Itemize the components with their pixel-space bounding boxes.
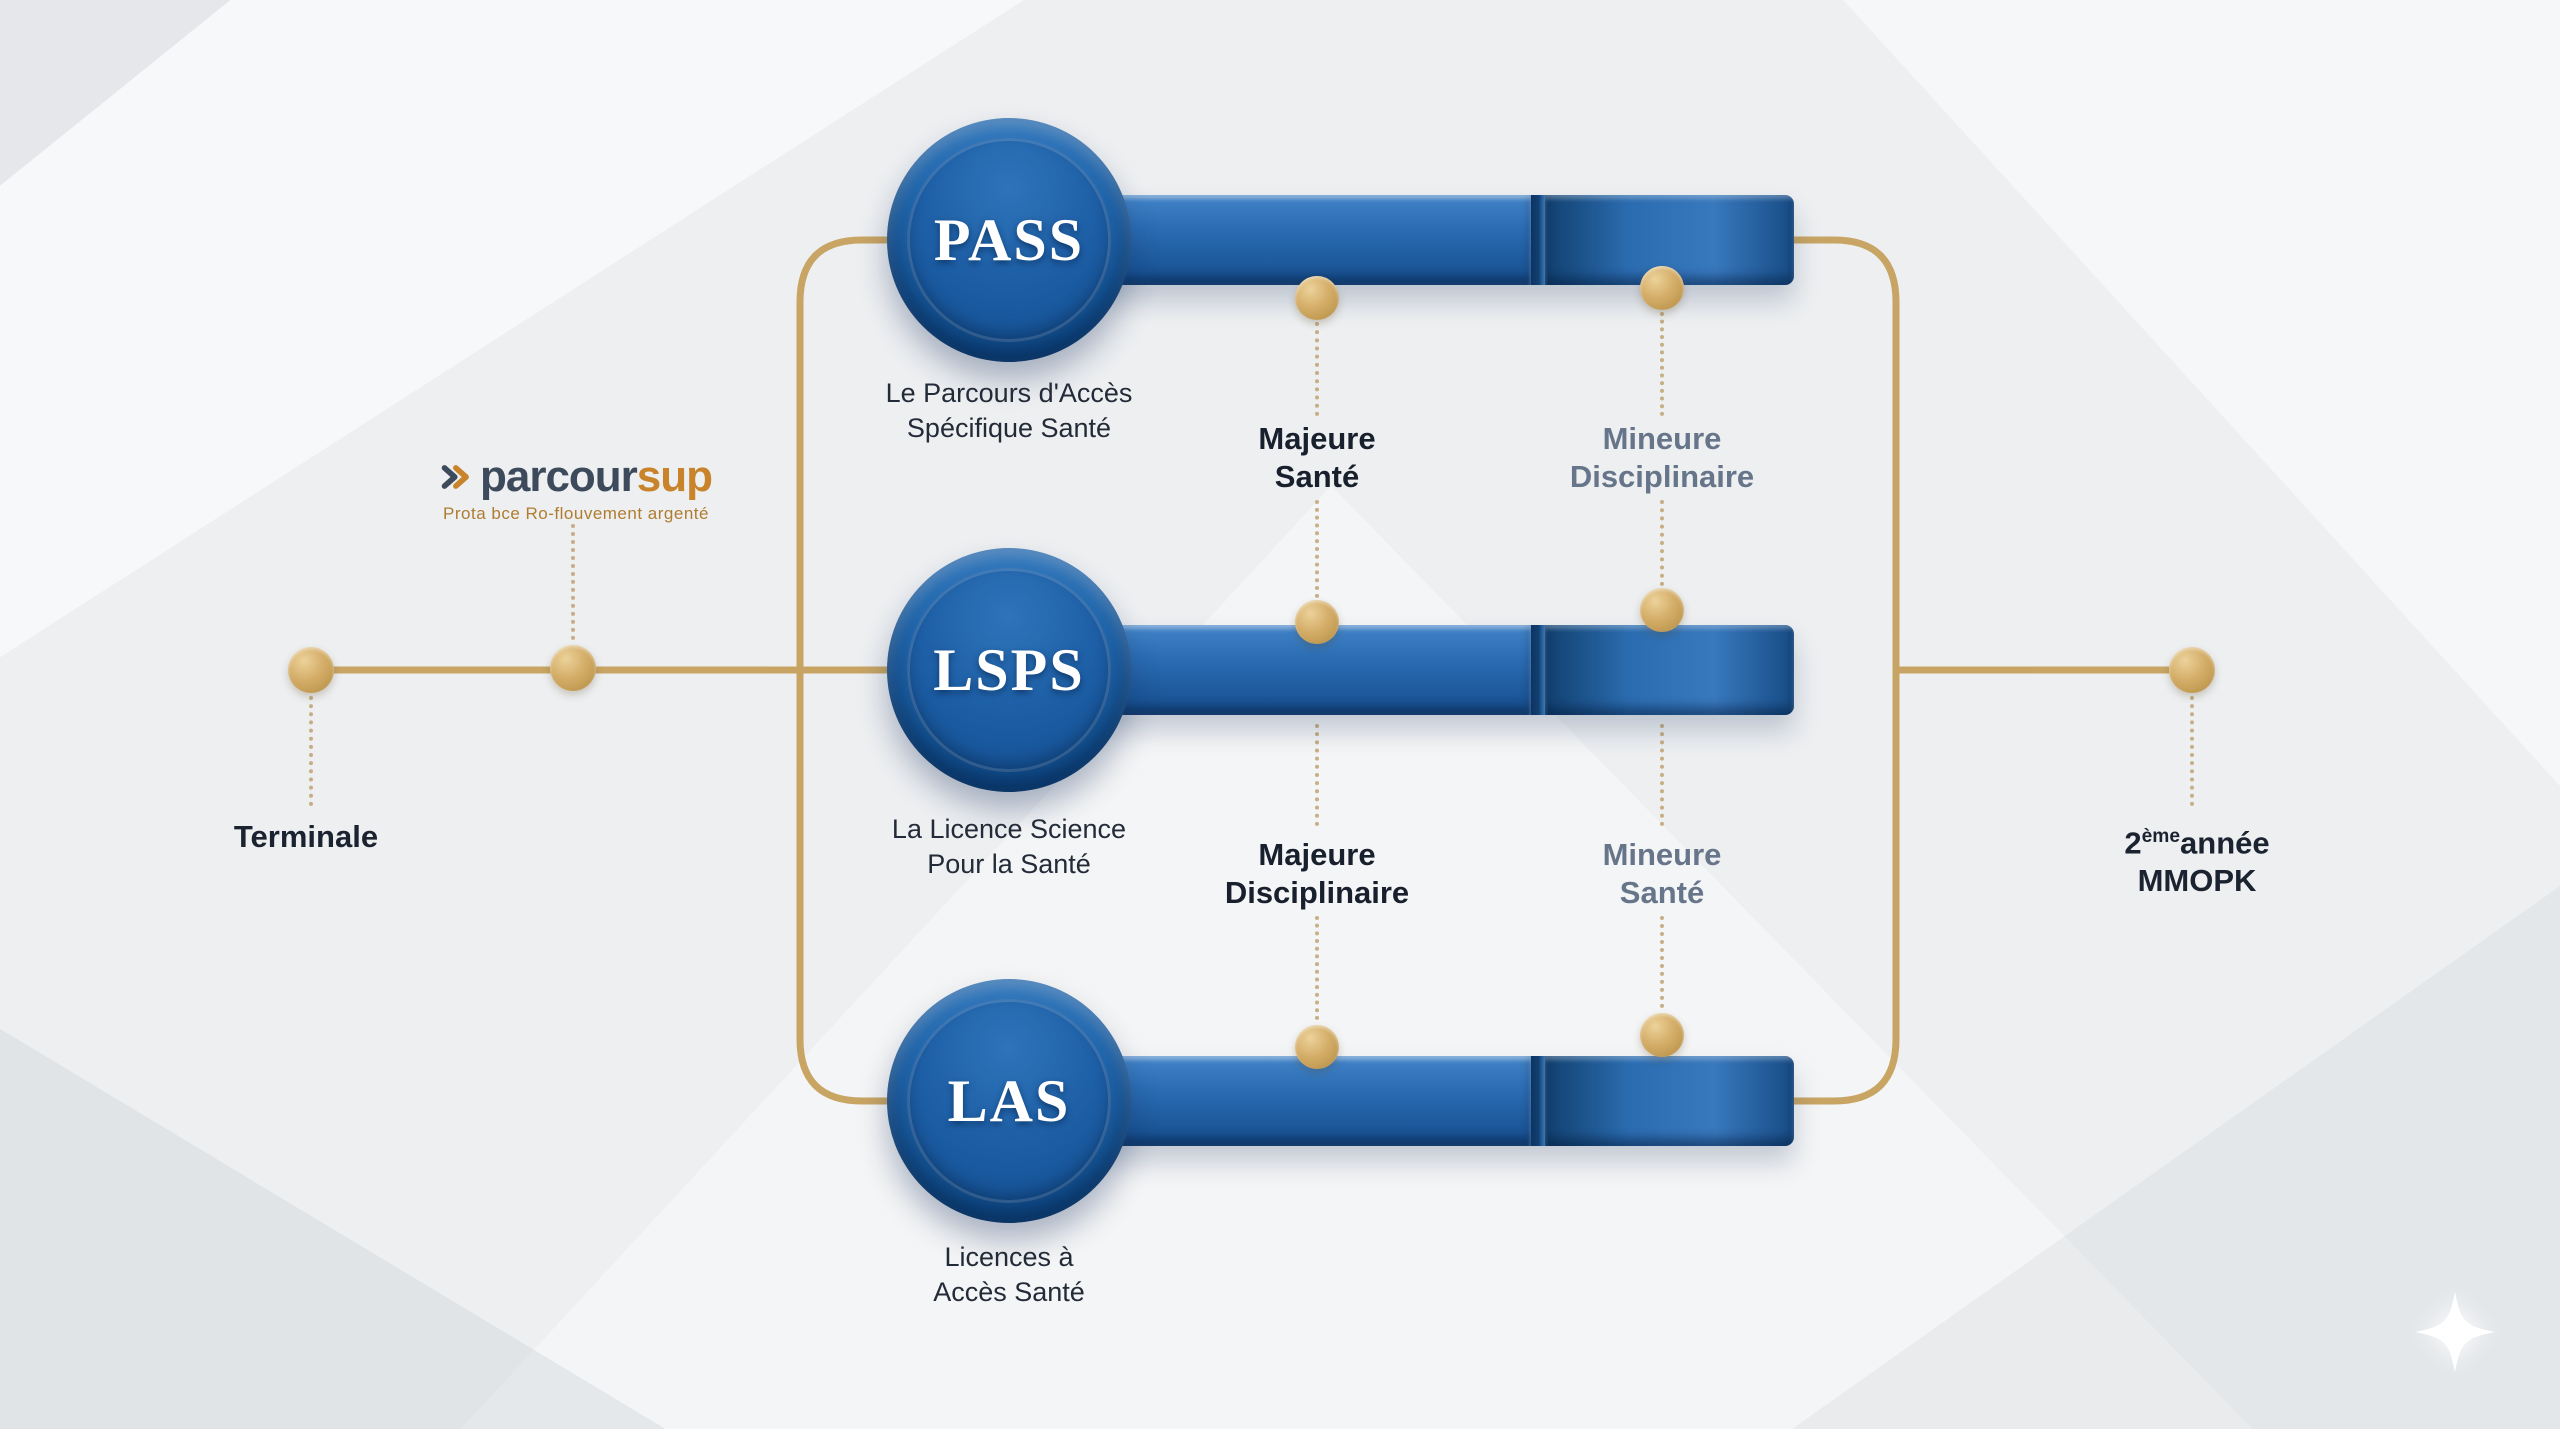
dotted-connector: [1660, 312, 1664, 416]
bar-notch: [1531, 195, 1545, 285]
pass-badge-inner: PASS: [907, 138, 1111, 342]
parcoursup-logo: parcoursup Prota bce Ro-flouvement argen…: [396, 452, 756, 524]
label-mineure-disciplinaire: Mineure Disciplinaire: [1452, 420, 1872, 496]
lsps-subtitle-line1: La Licence Science: [891, 814, 1127, 844]
pass-subtitle-line1: Le Parcours d'Accès: [885, 378, 1133, 408]
pass-badge-label: PASS: [933, 206, 1085, 273]
dotted-connector: [1660, 724, 1664, 826]
las-badge: LAS: [887, 979, 1131, 1223]
pass-bar: [1099, 195, 1794, 285]
pass-badge: PASS: [887, 118, 1131, 362]
label-majeure-sante: Majeure Santé: [1107, 420, 1527, 496]
sparkle-icon: [2415, 1292, 2495, 1372]
mmopk-dotted-line: [2190, 696, 2194, 806]
mmopk-rest: année: [2180, 825, 2270, 861]
dotted-connector: [1315, 322, 1319, 416]
las-subtitle: Licences à Accès Santé: [799, 1240, 1219, 1310]
milestone-dot: [1640, 1013, 1684, 1057]
terminale-label: Terminale: [106, 818, 506, 856]
milestone-dot: [1295, 276, 1339, 320]
label-line: Majeure: [1258, 837, 1376, 872]
bar-notch: [1531, 625, 1545, 715]
las-badge-label: LAS: [947, 1067, 1071, 1134]
milestone-dot: [1295, 600, 1339, 644]
label-line: Santé: [1274, 459, 1360, 494]
terminale-dotted-line: [309, 696, 313, 806]
parcoursup-logo-icon: [441, 465, 469, 489]
lsps-badge-label: LSPS: [933, 636, 1085, 703]
lsps-subtitle: La Licence Science Pour la Santé: [799, 812, 1219, 882]
lsps-badge-inner: LSPS: [907, 568, 1111, 772]
parcoursup-wordmark-dark: parcour: [479, 452, 638, 501]
mmopk-dot: [2169, 647, 2215, 693]
parcoursup-wordmark-orange: sup: [636, 452, 713, 501]
parcoursup-dot: [550, 645, 596, 691]
dotted-connector: [1315, 724, 1319, 826]
las-bar: [1099, 1056, 1794, 1146]
dotted-connector: [1660, 916, 1664, 1008]
mmopk-sup: ème: [2141, 826, 2181, 847]
mmopk-label-line2: MMOPK: [2137, 863, 2257, 899]
label-mineure-sante: Mineure Santé: [1452, 836, 1872, 912]
dotted-connector: [1315, 916, 1319, 1020]
label-line: Disciplinaire: [1224, 875, 1410, 910]
mmopk-label-line1: 2èmeannée: [1997, 818, 2397, 862]
terminale-label-text: Terminale: [233, 819, 379, 854]
lsps-badge: LSPS: [887, 548, 1131, 792]
pass-majeure-segment: [1099, 195, 1531, 285]
bar-notch: [1531, 1056, 1545, 1146]
lsps-mineure-segment: [1545, 625, 1794, 715]
mmopk-num: 2: [2124, 825, 2142, 861]
las-subtitle-line2: Accès Santé: [933, 1277, 1085, 1307]
las-mineure-segment: [1545, 1056, 1794, 1146]
label-line: Majeure: [1258, 421, 1376, 456]
dotted-connector: [1315, 500, 1319, 598]
parcoursup-wordmark: parcoursup: [479, 452, 713, 502]
dotted-connector: [1660, 500, 1664, 586]
lsps-bar: [1099, 625, 1794, 715]
terminale-dot: [288, 647, 334, 693]
lsps-subtitle-line2: Pour la Santé: [927, 849, 1091, 879]
las-majeure-segment: [1099, 1056, 1531, 1146]
las-badge-inner: LAS: [907, 999, 1111, 1203]
mmopk-label: 2èmeannée MMOPK: [1997, 818, 2397, 900]
parcoursup-tagline: Prota bce Ro-flouvement argenté: [443, 504, 709, 523]
parcoursup-dotted-line: [571, 524, 575, 640]
label-line: Disciplinaire: [1569, 459, 1755, 494]
milestone-dot: [1640, 588, 1684, 632]
label-majeure-disciplinaire: Majeure Disciplinaire: [1107, 836, 1527, 912]
milestone-dot: [1640, 266, 1684, 310]
milestone-dot: [1295, 1025, 1339, 1069]
label-line: Mineure: [1602, 421, 1722, 456]
label-line: Santé: [1619, 875, 1705, 910]
label-line: Mineure: [1602, 837, 1722, 872]
las-subtitle-line1: Licences à: [944, 1242, 1074, 1272]
